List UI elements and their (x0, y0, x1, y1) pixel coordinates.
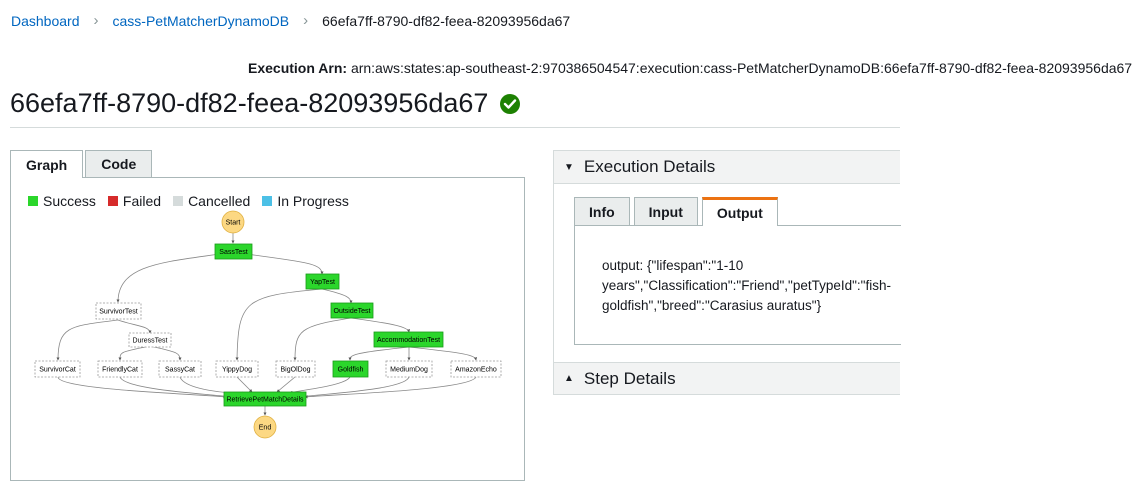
step-details-header[interactable]: ▲ Step Details (553, 362, 900, 395)
node-big-ol-dog-label: BigOlDog (281, 367, 311, 374)
caret-down-icon: ▼ (564, 161, 574, 173)
legend-swatch (107, 196, 118, 206)
node-amazon-echo[interactable] (450, 360, 502, 378)
execution-arn: Execution Arn: arn:aws:states:ap-southea… (248, 60, 1132, 76)
page-title-text: 66efa7ff-8790-df82-feea-82093956da67 (10, 88, 489, 118)
page-title: 66efa7ff-8790-df82-feea-82093956da67 (10, 88, 521, 119)
legend-swatch (262, 196, 273, 206)
breadcrumb: Dashboard › cass-PetMatcherDynamoDB › 66… (11, 12, 570, 29)
node-survivor-cat[interactable] (34, 360, 81, 378)
node-accommodation-test[interactable] (373, 331, 444, 348)
node-retrieve-pet-match-details[interactable] (223, 391, 307, 407)
legend-label: In Progress (277, 193, 349, 209)
breadcrumb-current: 66efa7ff-8790-df82-feea-82093956da67 (322, 12, 571, 29)
legend-swatch (173, 196, 184, 206)
legend-in-progress: In Progress (262, 193, 349, 209)
graph-edges (56, 233, 478, 416)
output-box: output: {"lifespan":"1-10 years","Classi… (574, 225, 901, 345)
details-tabs: Info Input Output (574, 197, 782, 226)
node-sass-test[interactable] (214, 243, 253, 260)
node-start-label: Start (226, 220, 241, 227)
node-friendly-cat[interactable] (97, 360, 143, 378)
tab-info[interactable]: Info (574, 197, 630, 225)
execution-arn-label: Execution Arn: (248, 60, 348, 76)
chevron-right-icon: › (93, 12, 99, 29)
node-goldfish-label: Goldfish (338, 367, 364, 374)
graph-legend: Success Failed Cancelled In Progress (28, 193, 361, 209)
node-retrieve-label: RetrievePetMatchDetails (226, 397, 304, 404)
node-survivor-test[interactable] (95, 302, 142, 320)
node-duress-test[interactable] (128, 332, 172, 348)
chevron-right-icon: › (303, 12, 309, 29)
node-start[interactable] (221, 210, 245, 234)
graph-tabs: Graph Code (10, 150, 154, 178)
step-details-title: Step Details (583, 368, 676, 388)
node-medium-dog-label: MediumDog (390, 367, 428, 374)
workflow-graph: Start SassTest YapTest SurvivorTest Outs… (34, 210, 502, 439)
node-yippy-dog[interactable] (215, 360, 259, 378)
node-survivor-cat-label: SurvivorCat (39, 367, 76, 374)
node-amazon-echo-label: AmazonEcho (455, 367, 497, 374)
node-accommodation-test-label: AccommodationTest (377, 337, 440, 344)
node-sassy-cat-label: SassyCat (165, 367, 195, 374)
tab-code[interactable]: Code (85, 150, 153, 177)
legend-label: Cancelled (188, 193, 251, 209)
node-end[interactable] (253, 415, 277, 439)
legend-success: Success (28, 193, 96, 209)
node-medium-dog[interactable] (385, 360, 433, 378)
legend-label: Failed (122, 193, 162, 209)
execution-details-title: Execution Details (583, 157, 716, 176)
node-outside-test-label: OutsideTest (334, 308, 371, 315)
tab-output[interactable]: Output (701, 197, 778, 226)
breadcrumb-dashboard-link[interactable]: Dashboard (11, 12, 80, 29)
execution-details-panel: ▼ Execution Details Info Input Output ou… (553, 150, 901, 395)
title-divider (10, 127, 900, 128)
node-duress-test-label: DuressTest (132, 338, 167, 345)
breadcrumb-state-machine-link[interactable]: cass-PetMatcherDynamoDB (112, 12, 290, 29)
node-big-ol-dog[interactable] (275, 360, 316, 378)
node-survivor-test-label: SurvivorTest (99, 309, 138, 316)
output-text: output: {"lifespan":"1-10 years","Classi… (602, 258, 891, 313)
legend-cancelled: Cancelled (173, 193, 250, 209)
tab-graph[interactable]: Graph (10, 150, 84, 178)
node-sassy-cat[interactable] (158, 360, 202, 378)
execution-arn-value: arn:aws:states:ap-southeast-2:9703865045… (350, 60, 1132, 76)
legend-label: Success (43, 193, 96, 209)
caret-up-icon: ▲ (564, 373, 574, 384)
execution-details-header[interactable]: ▼ Execution Details (554, 151, 900, 184)
tab-input[interactable]: Input (633, 197, 698, 225)
node-friendly-cat-label: FriendlyCat (102, 367, 138, 374)
node-end-label: End (259, 425, 272, 432)
legend-swatch (28, 196, 38, 206)
node-yap-test-label: YapTest (310, 279, 335, 286)
node-outside-test[interactable] (330, 302, 374, 319)
success-check-icon (500, 93, 521, 114)
legend-failed: Failed (107, 193, 162, 209)
node-yap-test[interactable] (305, 273, 340, 290)
node-sass-test-label: SassTest (219, 249, 247, 256)
node-yippy-dog-label: YippyDog (222, 367, 252, 374)
node-goldfish[interactable] (332, 360, 369, 378)
